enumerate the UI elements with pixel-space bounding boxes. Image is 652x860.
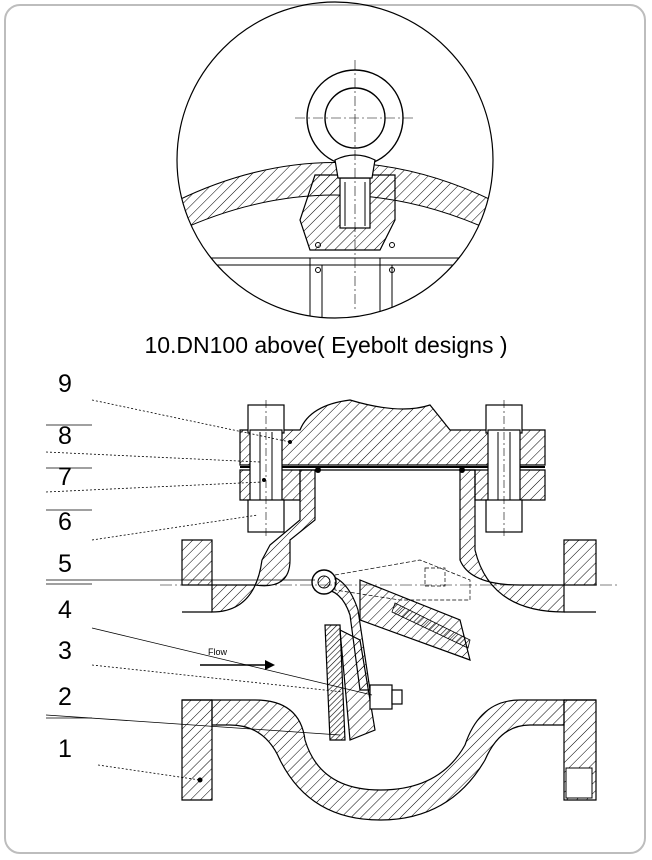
callout-9: 9 <box>58 370 72 398</box>
callout-8: 8 <box>58 422 72 450</box>
callout-2: 2 <box>58 683 72 711</box>
callout-3: 3 <box>58 637 72 665</box>
leader-lines <box>45 399 373 781</box>
callout-6: 6 <box>58 508 72 536</box>
detail-caption: 10.DN100 above( Eyebolt designs ) <box>144 332 508 358</box>
figure-frame <box>4 4 646 854</box>
flow-label: Flow <box>208 647 228 657</box>
callout-4: 4 <box>58 596 72 624</box>
flow-arrow <box>200 660 275 670</box>
eyebolt-detail <box>176 1 494 319</box>
callout-1: 1 <box>58 735 72 763</box>
callout-5: 5 <box>58 550 72 578</box>
valve-section <box>160 399 620 821</box>
callout-7: 7 <box>58 463 72 491</box>
